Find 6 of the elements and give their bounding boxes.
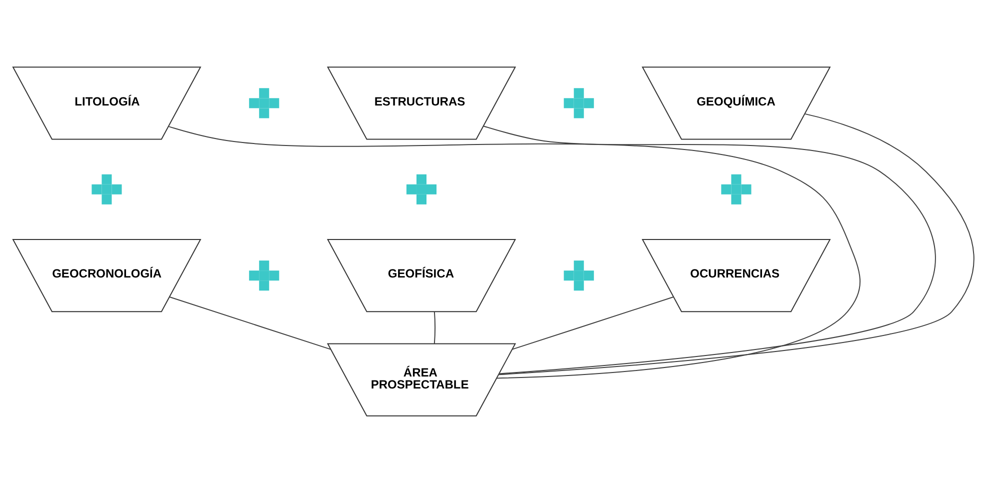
connector (167, 125, 860, 378)
connector (433, 310, 436, 344)
connector (168, 296, 331, 350)
connector (498, 112, 974, 375)
connector (511, 296, 674, 350)
connector (482, 125, 936, 374)
